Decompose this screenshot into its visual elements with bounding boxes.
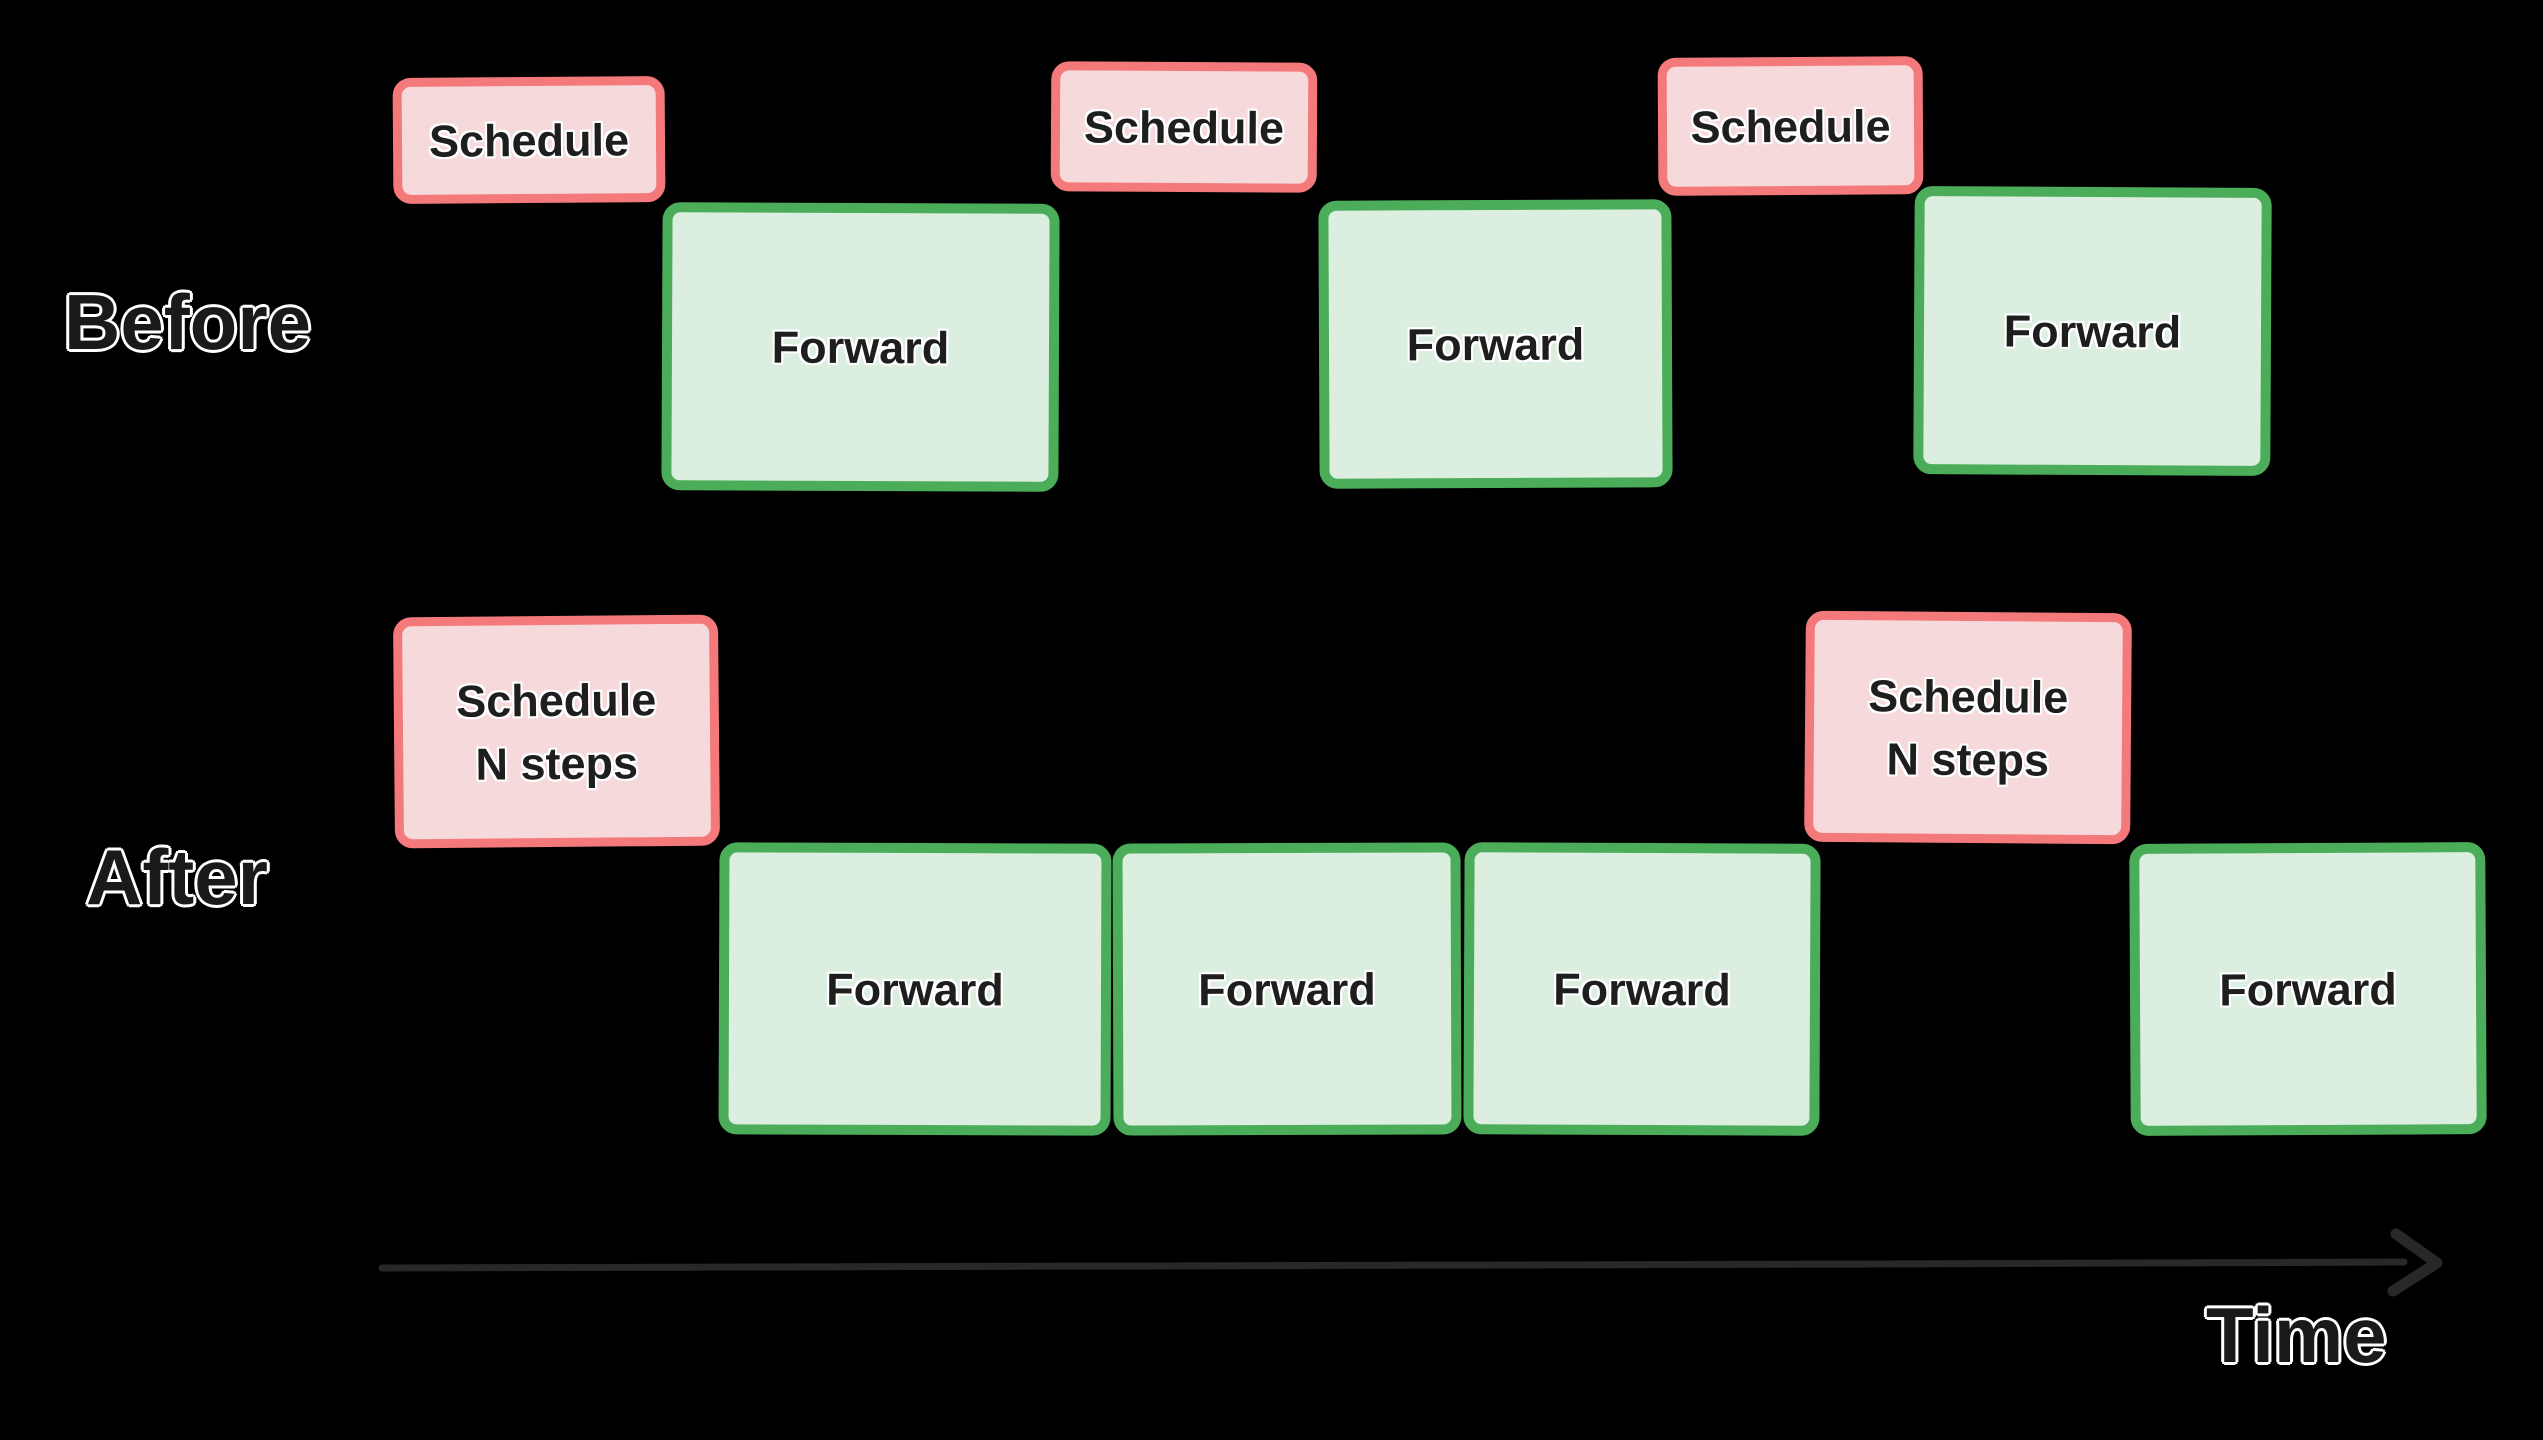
block-label: Schedule [428, 113, 630, 167]
after-forward-block-1: Forward [718, 842, 1112, 1136]
time-axis-arrowhead [2387, 1228, 2443, 1297]
row-label-after: After [86, 833, 269, 921]
time-axis-label: Time [2206, 1291, 2387, 1379]
time-axis-line [378, 1258, 2408, 1272]
after-forward-block-4: Forward [2129, 842, 2487, 1136]
block-label: N steps [1886, 732, 2050, 786]
after-schedule-block-1: Schedule N steps [392, 614, 721, 849]
before-schedule-block-1: Schedule [392, 76, 666, 204]
block-label: Schedule [1868, 669, 2069, 723]
block-label: Forward [1406, 318, 1585, 370]
before-schedule-block-3: Schedule [1657, 56, 1924, 196]
after-schedule-block-2: Schedule N steps [1804, 610, 2132, 845]
block-label: N steps [475, 736, 639, 790]
block-label: Forward [771, 321, 950, 373]
block-label: Forward [826, 963, 1004, 1015]
after-forward-block-3: Forward [1463, 842, 1821, 1136]
block-label: Schedule [455, 673, 657, 727]
before-forward-block-2: Forward [1318, 199, 1673, 489]
before-schedule-block-2: Schedule [1050, 61, 1318, 193]
before-forward-block-1: Forward [661, 202, 1060, 492]
block-label: Forward [2003, 305, 2182, 357]
row-label-before: Before [64, 278, 312, 366]
block-label: Schedule [1690, 99, 1891, 153]
block-label: Schedule [1083, 100, 1285, 154]
before-forward-block-3: Forward [1913, 186, 2272, 476]
block-label: Forward [1553, 963, 1731, 1015]
after-forward-block-2: Forward [1112, 842, 1462, 1136]
block-label: Forward [1198, 963, 1376, 1015]
block-label: Forward [2219, 963, 2397, 1015]
